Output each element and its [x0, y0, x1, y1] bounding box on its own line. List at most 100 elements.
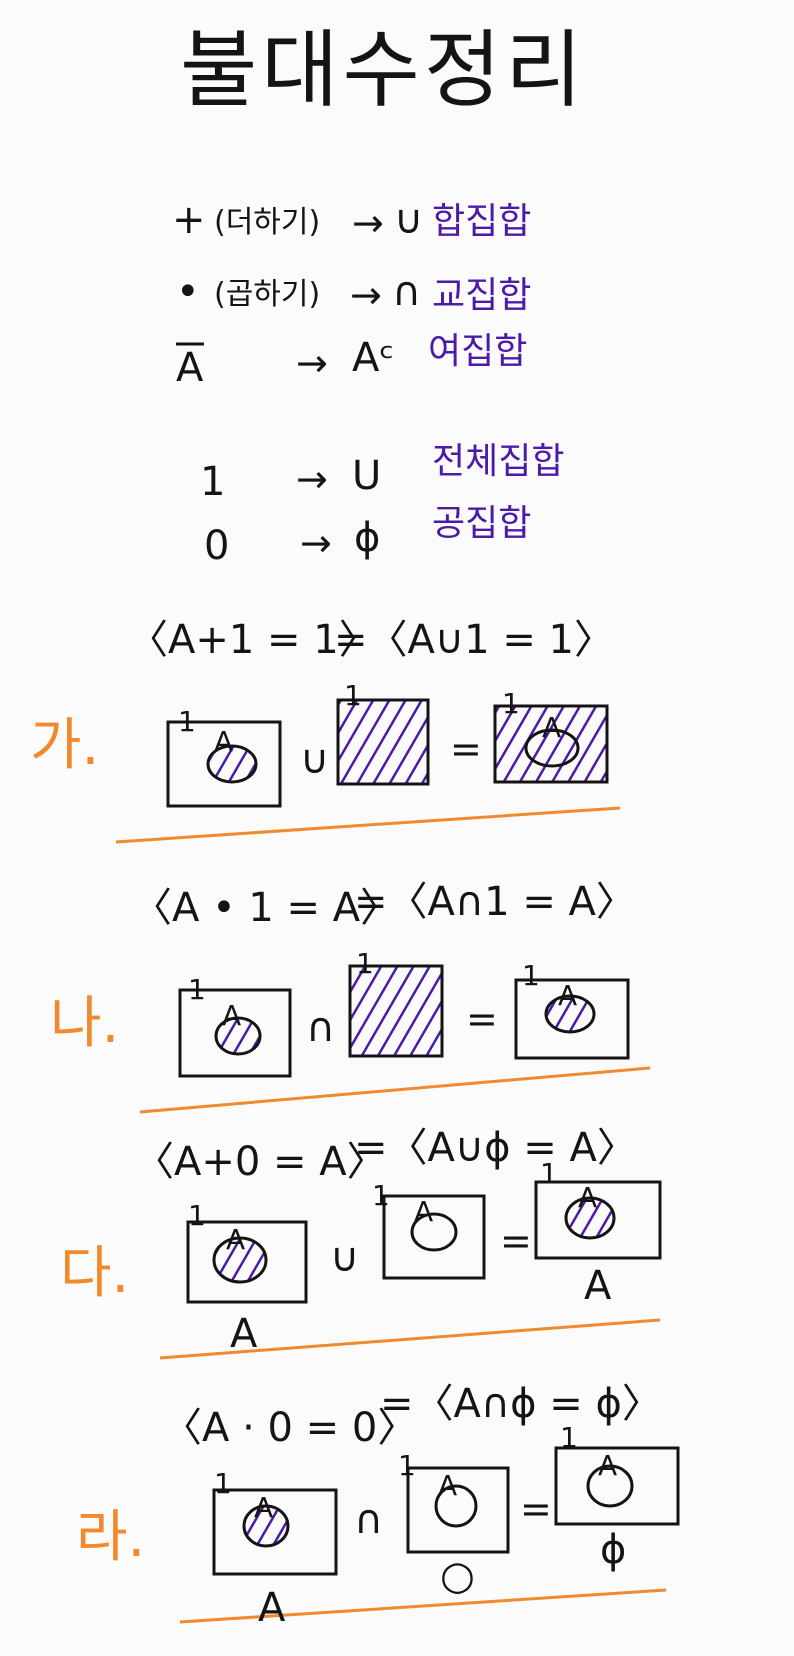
legend-dot-symbol: •	[176, 269, 200, 315]
venn-result-universe	[534, 1180, 662, 1260]
legend-zero-set: ϕ	[354, 515, 381, 561]
rule-ra-equals: =	[520, 1487, 552, 1531]
legend-zero-arrow: →	[300, 521, 332, 565]
venn-set-label: A	[598, 1449, 618, 1482]
venn-result-set-a	[544, 994, 596, 1034]
venn-set-label: A	[578, 1181, 598, 1214]
legend-one-set: U	[352, 453, 382, 499]
venn-result-set-a	[524, 728, 580, 768]
venn-universe-empty	[406, 1466, 510, 1554]
venn-set-a-shaded	[242, 1504, 290, 1548]
rule-da-caption-result: A	[584, 1263, 612, 1309]
legend-one-arrow: →	[296, 457, 328, 501]
legend-dot-set: ∩	[392, 269, 422, 315]
legend-one-symbol: 1	[200, 459, 226, 505]
venn-universe	[212, 1488, 338, 1576]
legend-plus-arrow: →	[352, 201, 384, 245]
venn-universe-label: 1	[214, 1467, 232, 1500]
venn-set-label: A	[438, 1469, 458, 1502]
venn-universe	[186, 1220, 308, 1304]
rule-ga-formula-right: =〈A∪1 = 1〉	[334, 617, 614, 663]
rule-ra-operator: ∩	[354, 1497, 384, 1543]
rule-ga-formula-left: 〈A+1 = 1〉	[128, 617, 379, 663]
rule-na-formula-right: =〈A∩1 = A〉	[354, 879, 636, 925]
legend-plus-symbol: +	[172, 197, 206, 243]
rule-na-label: 나.	[50, 991, 120, 1056]
venn-result-universe	[514, 978, 630, 1060]
rule-na-equals: =	[466, 997, 498, 1041]
venn-set-label: A	[414, 1195, 434, 1228]
venn-universe-label: 1	[178, 705, 196, 738]
rule-da-label: 다.	[60, 1241, 130, 1306]
venn-universe-label: 1	[344, 679, 362, 712]
venn-universe-shaded	[348, 964, 444, 1058]
legend-zero-name: 공집합	[432, 503, 532, 544]
venn-set-label: A	[542, 711, 562, 744]
venn-set-a-shaded	[214, 1016, 262, 1056]
venn-universe-label: 1	[560, 1421, 578, 1454]
legend-zero-symbol: 0	[204, 523, 230, 569]
legend-complement-name: 여집합	[428, 331, 528, 372]
rule-na-formula-left: 〈A • 1 = A〉	[132, 885, 401, 931]
rule-ga-label: 가.	[30, 713, 100, 778]
legend-complement-set: Aᶜ	[352, 335, 395, 381]
divider-ga	[115, 806, 621, 844]
legend-plus-paren: (더하기)	[214, 205, 321, 240]
rule-ra-caption-result: ϕ	[600, 1527, 627, 1573]
venn-set-label: A	[222, 999, 242, 1032]
divider-ra	[179, 1588, 667, 1624]
legend-one-name: 전체집합	[432, 441, 565, 482]
venn-set-a-shaded	[212, 1236, 268, 1284]
divider-da	[159, 1318, 661, 1360]
venn-universe-label: 1	[372, 1179, 390, 1212]
legend-plus-set: ∪	[394, 197, 424, 243]
venn-universe-label: 1	[540, 1157, 558, 1190]
rule-na-diagrams	[178, 964, 630, 1078]
venn-universe-empty	[382, 1194, 486, 1280]
venn-universe-shaded	[336, 698, 430, 786]
rule-ra-diagrams	[212, 1446, 680, 1576]
venn-universe-label: 1	[398, 1449, 416, 1482]
venn-universe-label: 1	[188, 973, 206, 1006]
venn-set-a-unshaded	[434, 1484, 478, 1528]
rule-da-formula-left: 〈A+0 = A〉	[134, 1139, 387, 1185]
legend-dot-name: 교집합	[432, 275, 532, 316]
venn-universe-label: 1	[356, 947, 374, 980]
venn-set-label: A	[214, 725, 234, 758]
venn-set-a-unshaded	[410, 1212, 458, 1252]
legend-dot-paren: (곱하기)	[214, 277, 321, 312]
legend-complement-arrow: →	[296, 341, 328, 385]
venn-result-set-a	[564, 1196, 616, 1240]
venn-universe-label: 1	[522, 959, 540, 992]
rule-da-caption-left: A	[230, 1311, 258, 1357]
venn-set-label: A	[254, 1491, 274, 1524]
rule-ga-operator: ∪	[300, 737, 330, 783]
legend-dot-arrow: →	[350, 273, 382, 317]
venn-set-label: A	[558, 979, 578, 1012]
rule-na-operator: ∩	[306, 1005, 336, 1051]
rule-ra-label: 라.	[76, 1505, 146, 1570]
rule-ra-caption-mid: ○	[440, 1553, 475, 1599]
rule-da-formula-right: =〈A∪ϕ = A〉	[354, 1125, 637, 1171]
rule-ra-caption-left: A	[258, 1585, 286, 1631]
venn-result-set-a-empty	[586, 1464, 634, 1508]
rule-da-diagrams	[186, 1180, 662, 1304]
rule-ga-equals: =	[450, 727, 482, 771]
page-title: 불대수정리	[180, 21, 587, 119]
rule-ra-formula-left: 〈A · 0 = 0〉	[162, 1405, 418, 1451]
venn-result-universe	[554, 1446, 680, 1526]
venn-universe	[166, 720, 282, 808]
legend-plus-name: 합집합	[432, 201, 532, 242]
venn-set-label: A	[226, 1223, 246, 1256]
venn-set-a-shaded	[206, 744, 258, 784]
venn-universe-label: 1	[188, 1199, 206, 1232]
divider-na	[139, 1066, 651, 1114]
venn-universe	[178, 988, 292, 1078]
rule-ga-diagrams	[166, 698, 609, 808]
rule-da-equals: =	[500, 1219, 532, 1263]
rule-da-operator: ∪	[330, 1235, 360, 1281]
legend-complement-symbol: A	[176, 345, 204, 391]
rule-ra-formula-right: =〈A∩ϕ = ϕ〉	[380, 1381, 662, 1427]
venn-universe-label: 1	[502, 687, 520, 720]
